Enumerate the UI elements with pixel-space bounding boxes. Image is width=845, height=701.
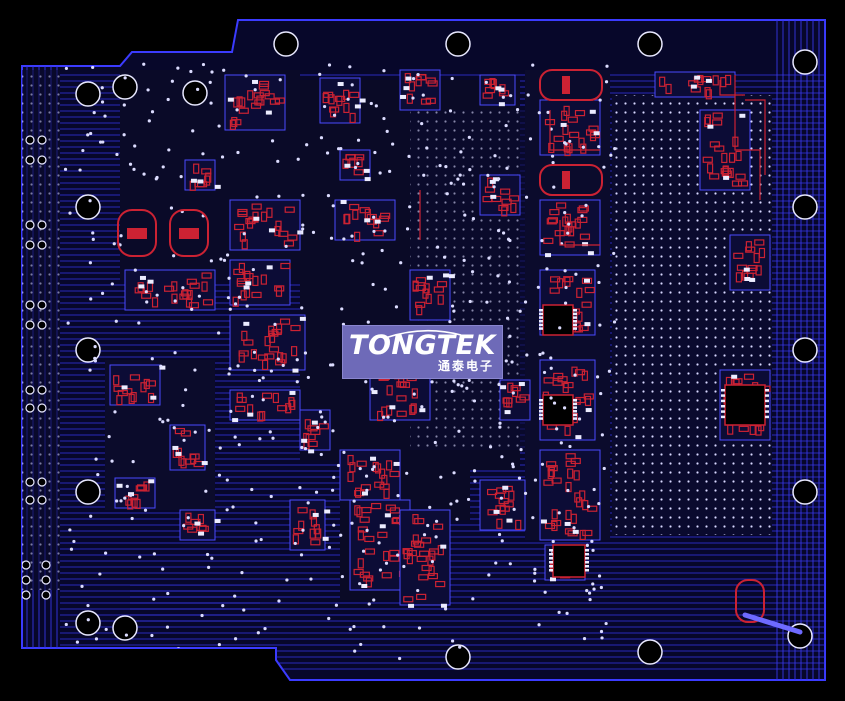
ic-chip — [539, 394, 577, 426]
component-cluster — [399, 69, 441, 111]
mounting-hole — [112, 74, 138, 100]
logo-subtitle: 通泰电子 — [437, 359, 494, 373]
header-pad — [25, 385, 35, 395]
header-pad — [25, 320, 35, 330]
header-pad — [22, 560, 31, 570]
component-cluster — [499, 379, 531, 421]
component-cluster — [124, 269, 216, 311]
component-cluster — [109, 364, 166, 406]
component-cluster — [114, 477, 156, 510]
header-pad — [37, 240, 47, 250]
component-cluster — [409, 269, 455, 321]
component-cluster — [319, 77, 366, 124]
header-pad — [25, 135, 35, 145]
mounting-hole — [637, 31, 663, 57]
header-pad — [25, 240, 35, 250]
header-pad — [37, 495, 47, 505]
header-pad — [41, 575, 51, 585]
via-grid-left — [22, 70, 60, 590]
logo-brand-text: TONGTEK — [349, 330, 496, 361]
component-cluster — [224, 74, 286, 131]
header-pad — [25, 403, 35, 413]
header-pad — [25, 495, 35, 505]
component-cluster — [539, 199, 601, 258]
header-pads — [22, 135, 51, 600]
mounting-hole — [445, 31, 471, 57]
mounting-holes — [75, 31, 818, 670]
mounting-hole — [75, 479, 101, 505]
component-cluster — [479, 479, 526, 531]
component-cluster — [539, 449, 601, 541]
header-pad — [37, 385, 47, 395]
ground-lug — [735, 579, 803, 635]
header-pad — [25, 220, 35, 230]
mounting-hole — [182, 80, 208, 106]
ic-chip — [721, 384, 769, 426]
header-pad — [37, 135, 47, 145]
component-cluster — [339, 449, 401, 501]
brand-logo: TONGTEK 通泰电子 — [342, 325, 503, 379]
mounting-hole — [273, 31, 299, 57]
component-cluster — [229, 389, 301, 423]
component-cluster — [179, 509, 221, 541]
component-cluster — [299, 409, 331, 454]
header-pad — [41, 590, 51, 600]
ic-chip — [539, 304, 577, 336]
component-cluster — [729, 234, 771, 291]
ic-chip — [549, 544, 589, 578]
header-pad — [37, 220, 47, 230]
mounting-hole — [445, 644, 471, 670]
component-cluster — [289, 499, 331, 551]
header-pad — [37, 320, 47, 330]
capacitors-large — [117, 69, 603, 257]
component-cluster — [229, 314, 306, 373]
component-cluster — [229, 199, 304, 251]
mounting-hole — [792, 337, 818, 363]
component-cluster — [169, 424, 208, 471]
logo-swoosh-icon — [384, 329, 462, 339]
mounting-hole — [792, 49, 818, 75]
header-pad — [25, 477, 35, 487]
mounting-hole — [75, 337, 101, 363]
highlight-traces — [419, 75, 766, 246]
header-pad — [37, 477, 47, 487]
component-cluster — [654, 71, 736, 100]
mounting-hole — [637, 639, 663, 665]
mounting-hole — [75, 81, 101, 107]
component-cluster — [184, 159, 221, 191]
mounting-hole — [75, 610, 101, 636]
header-pad — [41, 560, 51, 570]
component-cluster — [479, 174, 521, 217]
header-pad — [25, 155, 35, 165]
mounting-hole — [792, 479, 818, 505]
component-cluster — [334, 199, 396, 242]
header-pad — [37, 403, 47, 413]
header-pad — [37, 155, 47, 165]
header-pad — [37, 300, 47, 310]
component-cluster — [229, 259, 291, 307]
component-cluster — [339, 149, 371, 182]
component-cluster — [539, 99, 601, 157]
mounting-hole — [792, 194, 818, 220]
header-pad — [22, 575, 31, 585]
header-pad — [22, 590, 31, 600]
header-pad — [25, 300, 35, 310]
component-cluster — [479, 74, 516, 107]
mounting-hole — [112, 615, 138, 641]
mounting-hole — [75, 194, 101, 220]
component-cluster — [399, 509, 451, 608]
